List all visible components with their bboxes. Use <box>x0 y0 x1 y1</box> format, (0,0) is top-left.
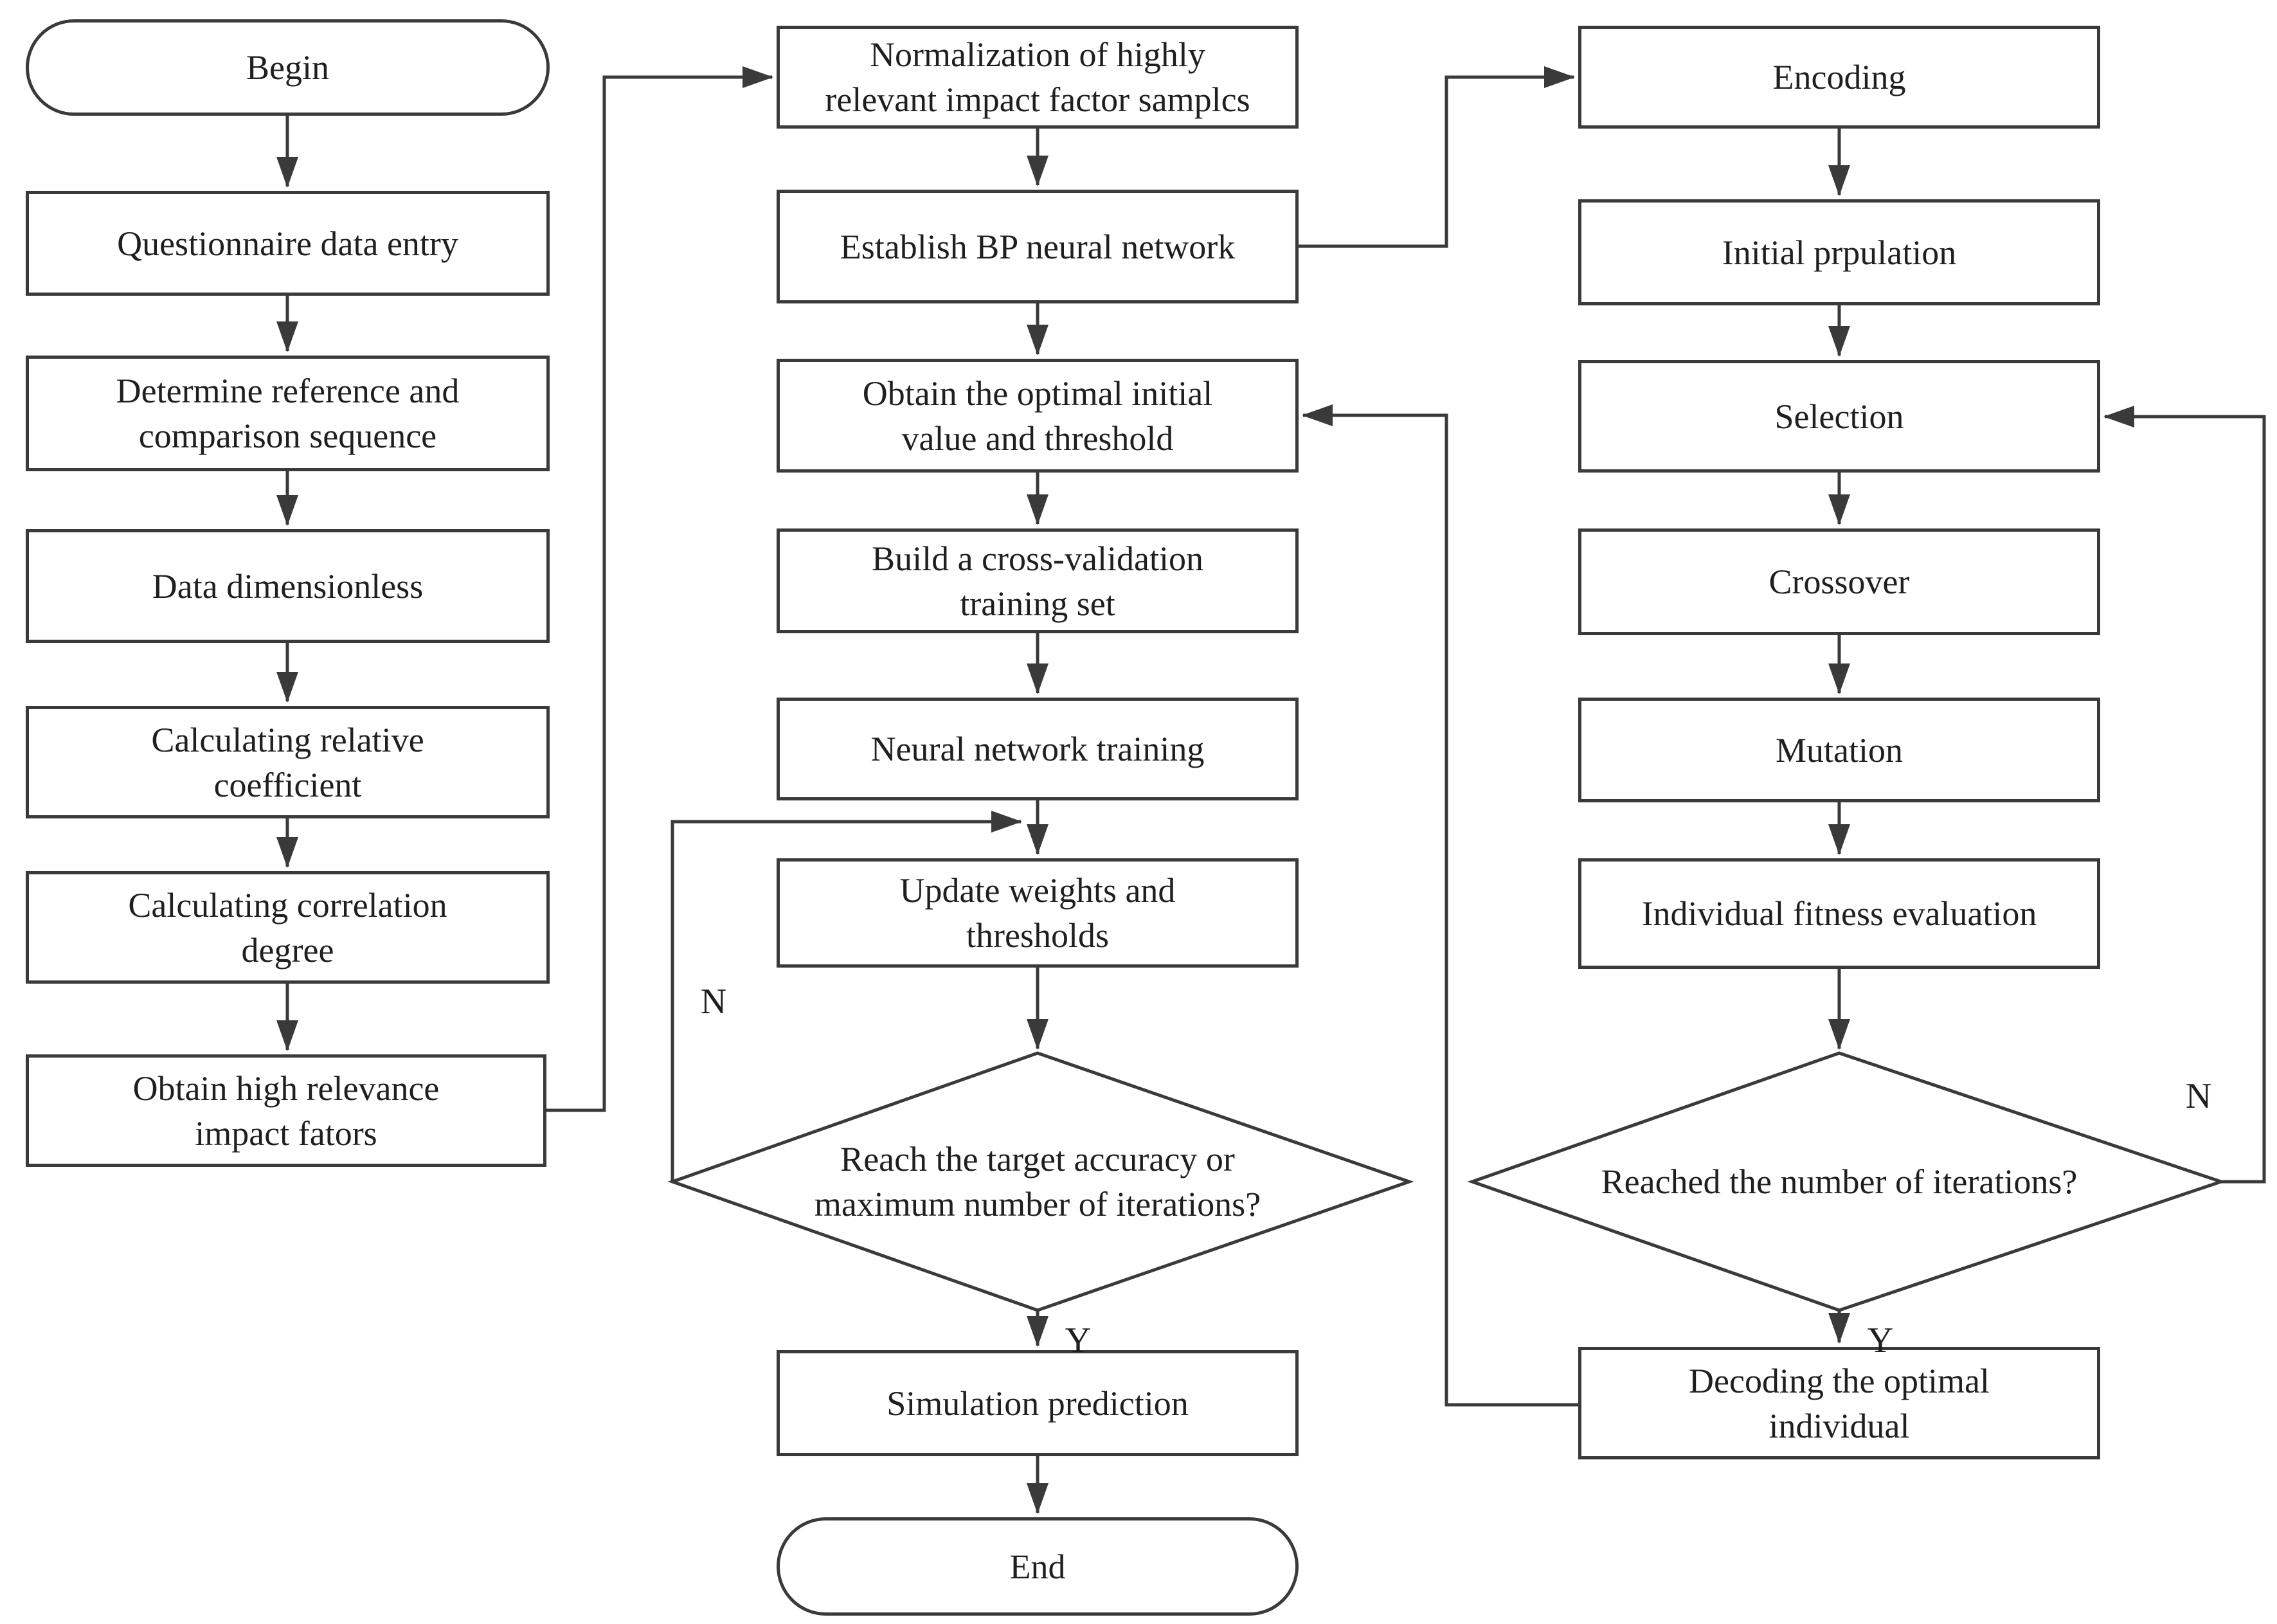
text-line: Determine reference and <box>116 372 460 410</box>
node-obtain-factors: Obtain high relevance impact fators <box>26 1054 546 1167</box>
text-line: coefficient <box>213 765 362 804</box>
text-line: Questionnaire data entry <box>117 224 458 263</box>
text-line: Calculating relative <box>151 720 424 759</box>
branch-label-no-left: N <box>700 982 727 1022</box>
node-questionnaire: Questionnaire data entry <box>26 191 550 296</box>
text-line: End <box>1009 1547 1066 1586</box>
node-fitness: Individual fitness evaluation <box>1578 858 2100 969</box>
text-line: relevant impact factor samplcs <box>825 80 1250 119</box>
node-normalization: Normalization of highly relevant impact f… <box>777 26 1299 129</box>
text-line: Reached the number of iterations? <box>1601 1162 2078 1201</box>
text-line: Mutation <box>1776 730 1903 770</box>
text-line: Neural network training <box>870 730 1205 768</box>
text-line: Encoding <box>1772 58 1906 96</box>
node-update-weights: Update weights and thresholds <box>777 858 1299 968</box>
node-end: End <box>777 1517 1299 1616</box>
node-encoding: Encoding <box>1578 26 2100 129</box>
node-establish: Establish BP neural network <box>777 190 1299 303</box>
text-line: Reach the target accuracy or <box>840 1140 1235 1178</box>
connector-decoding-obtainoptimal-feedback <box>1302 404 1578 1407</box>
text-line: Data dimensionless <box>152 566 424 606</box>
node-obtain-optimal: Obtain the optimal initial value and thre… <box>777 359 1299 473</box>
branch-label-yes-right: Y <box>1867 1321 1894 1360</box>
text-line: degree <box>241 930 334 970</box>
node-nn-training: Neural network training <box>777 698 1299 800</box>
node-crossover: Crossover <box>1578 528 2100 635</box>
connector-reachtarget-no-loop <box>670 811 1022 1182</box>
decision-diamond-reached-iterations <box>1467 1051 2226 1312</box>
node-build-cv: Build a cross-validation training set <box>777 528 1299 633</box>
text-line: value and threshold <box>901 419 1174 458</box>
text-line: Simulation prediction <box>887 1384 1189 1423</box>
text-line: Normalization of highly <box>870 35 1205 74</box>
decision-text-reach-target: Reach the target accuracy or maximum numb… <box>716 1114 1359 1249</box>
text-line: Begin <box>246 48 329 87</box>
text-line: training set <box>960 584 1115 623</box>
text-line: Establish BP neural network <box>840 227 1236 266</box>
node-decoding: Decoding the optimal individual <box>1578 1347 2100 1459</box>
node-dimensionless: Data dimensionless <box>26 529 550 643</box>
node-correlation: Calculating correlation degree <box>26 871 550 984</box>
node-determine: Determine reference and comparison sequen… <box>26 356 550 471</box>
text-line: Decoding the optimal <box>1689 1361 1990 1400</box>
text-line: Selection <box>1774 397 1904 436</box>
text-line: Individual fitness evaluation <box>1641 894 2037 933</box>
text-line: Crossover <box>1769 563 1910 601</box>
text-line: Calculating correlation <box>128 885 447 925</box>
node-relative: Calculating relative coefficient <box>26 706 550 818</box>
node-mutation: Mutation <box>1578 698 2100 802</box>
decision-diamond-reach-target <box>667 1051 1414 1312</box>
text-line: comparison sequence <box>138 417 437 455</box>
node-begin: Begin <box>26 19 550 116</box>
text-line: Update weights and <box>899 871 1176 910</box>
branch-label-yes-left: Y <box>1065 1321 1092 1360</box>
text-line: Build a cross-validation <box>872 539 1203 578</box>
text-line: individual <box>1769 1406 1910 1445</box>
connector-obtainfactors-normalization <box>546 66 773 1112</box>
connector-establish-encoding <box>1299 66 1575 248</box>
text-line: impact fators <box>195 1114 377 1153</box>
text-line: maximum number of iterations? <box>814 1185 1261 1223</box>
decision-text-reached-iterations: Reached the number of iterations? <box>1515 1157 2164 1206</box>
node-initial-population: Initial prpulation <box>1578 199 2100 305</box>
node-simulation: Simulation prediction <box>777 1350 1299 1456</box>
branch-label-no-right: N <box>2185 1076 2212 1116</box>
connector-reachediterations-no-loop <box>2103 406 2266 1184</box>
text-line: thresholds <box>966 916 1109 955</box>
text-line: Obtain the optimal initial <box>862 374 1213 413</box>
node-selection: Selection <box>1578 360 2100 473</box>
text-line: Obtain high relevance <box>132 1069 440 1108</box>
text-line: Initial prpulation <box>1722 233 1957 272</box>
